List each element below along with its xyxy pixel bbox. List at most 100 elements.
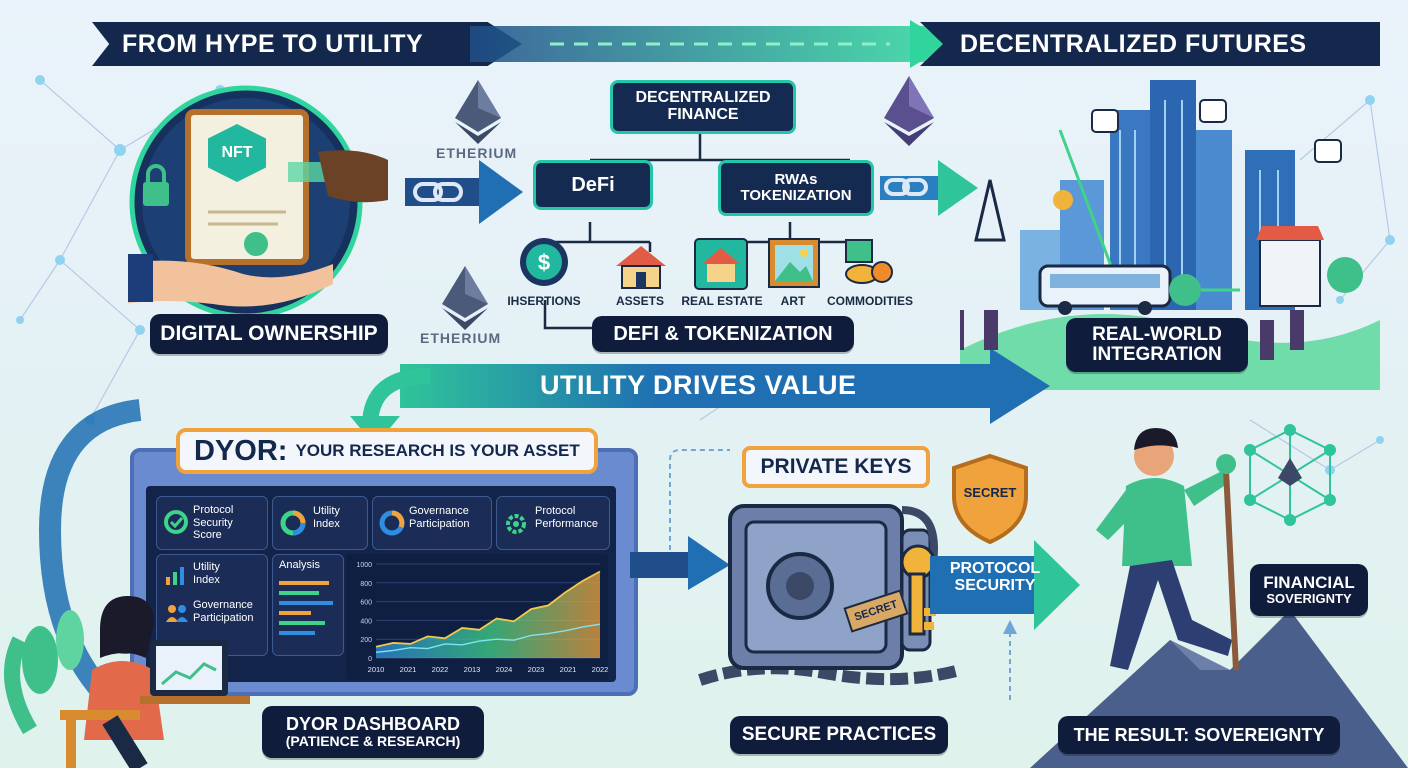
metric-card-protocol-security[interactable]: Protocol Security Score	[156, 496, 268, 550]
side-item-line: Governance	[193, 599, 253, 611]
sub-item-label: COMMODITIES	[827, 294, 913, 308]
protocol-line2: SECURITY	[954, 576, 1036, 594]
checkmark-circle-icon	[164, 510, 188, 534]
sub-item-label: ART	[780, 294, 806, 308]
result-sovereignty-text: THE RESULT: SOVEREIGNTY	[1073, 724, 1325, 745]
dyor-title-big: DYOR:	[194, 434, 288, 467]
analysis-label: Analysis	[279, 559, 320, 571]
banner-left: FROM HYPE TO UTILITY	[92, 22, 522, 66]
dollar-coin-icon: $	[520, 238, 568, 286]
banner-connector-arrow	[470, 20, 950, 68]
rwas-line2: TOKENIZATION	[740, 187, 852, 204]
metric-card-utility-index[interactable]: Utility Index	[272, 496, 368, 550]
banner-left-title: FROM HYPE TO UTILITY	[122, 29, 424, 58]
private-keys-text: PRIVATE KEYS	[760, 455, 912, 478]
real-world-line2: INTEGRATION	[1092, 344, 1222, 365]
decentralized-finance-box: DECENTRALIZED FINANCE	[610, 80, 796, 134]
financial-line1: FINANCIAL	[1263, 572, 1355, 592]
metric-card-text: Utility Index	[313, 505, 340, 530]
chart-y-tick-label: 1000	[356, 562, 372, 569]
card-line: Security	[193, 516, 233, 529]
chart-x-tick-label: 2022	[592, 665, 608, 674]
nft-hex-badge: NFT	[208, 124, 266, 182]
metric-card-text: Protocol Security Score	[193, 504, 233, 542]
card-line: Protocol	[535, 505, 576, 517]
dyor-title-small: YOUR RESEARCH IS YOUR ASSET	[295, 441, 580, 460]
digital-ownership-text: DIGITAL OWNERSHIP	[160, 322, 378, 345]
chart-line-series-2	[375, 623, 601, 654]
chart-y-tick-label: 0	[368, 656, 372, 663]
ethereum-label-top: ETHERIUM	[436, 145, 518, 161]
banner-right: DECENTRALIZED FUTURES	[920, 22, 1380, 66]
card-line: Index	[313, 517, 340, 530]
utility-drives-value-label: UTILITY DRIVES VALUE	[540, 370, 857, 400]
financial-line2: SOVERIGNTY	[1266, 591, 1352, 607]
sub-item-label: ASSETS	[615, 294, 664, 308]
vault-safe-illustration	[698, 504, 962, 686]
metric-card-governance[interactable]: Governance Participation	[372, 496, 492, 550]
bar-chart-icon	[166, 567, 184, 585]
card-line: Protocol	[193, 504, 234, 516]
commodities-icon	[845, 239, 893, 284]
side-list-item[interactable]: Utility Index	[193, 561, 220, 586]
chart-x-tick-label: 2022	[432, 665, 449, 674]
utility-flow-arrow	[38, 350, 1050, 708]
analysis-bars	[279, 581, 333, 635]
defi-tree-connectors	[543, 130, 867, 330]
donut-chart-icon	[379, 510, 405, 536]
digital-ownership-label: DIGITAL OWNERSHIP	[150, 314, 388, 354]
smart-city-illustration	[960, 80, 1380, 390]
gear-icon	[506, 514, 526, 534]
real-estate-icon	[694, 238, 748, 290]
rwas-line1: RWAs	[774, 171, 818, 189]
chart-x-tick-label: 2021	[400, 665, 417, 674]
card-line: Governance	[409, 505, 469, 517]
chain-arrow-right	[880, 160, 978, 216]
shield-secret-text: SECRET	[963, 485, 1017, 500]
donut-chart-icon	[280, 510, 306, 536]
shield-icon	[952, 454, 1028, 544]
defi-tokenization-text: DEFI & TOKENIZATION	[613, 322, 833, 345]
dyor-dashboard-caption: DYOR DASHBOARD (PATIENCE & RESEARCH)	[262, 706, 484, 758]
metric-card-protocol-performance[interactable]: Protocol Performance	[496, 496, 610, 550]
nft-badge-label: NFT	[221, 144, 253, 161]
real-world-integration-label: REAL-WORLD INTEGRATION	[1066, 318, 1248, 372]
ethereum-logo-icon	[442, 266, 488, 330]
defi-tokenization-label: DEFI & TOKENIZATION	[592, 316, 854, 352]
dashboard-side-list: Utility Index Governance Participation	[156, 554, 268, 656]
banner-right-title: DECENTRALIZED FUTURES	[960, 29, 1307, 58]
sub-item-label: IHSERTIONS	[507, 294, 581, 308]
chart-x-tick-label: 2010	[368, 665, 385, 674]
chart-line-series-1	[375, 570, 601, 648]
defi-box: DeFi	[533, 160, 653, 210]
protocol-security-label: PROTOCOL SECURITY	[940, 560, 1050, 595]
side-item-line: Index	[193, 573, 220, 586]
dashed-up-arrow	[1003, 620, 1017, 700]
chart-x-tick-label: 2024	[496, 665, 513, 674]
chart-y-tick-label: 200	[360, 637, 372, 644]
metric-card-text: Protocol Performance	[535, 505, 598, 530]
secure-practices-label: SECURE PRACTICES	[730, 716, 948, 754]
nft-ownership-illustration	[128, 85, 388, 319]
chart-x-tick-label: 2021	[560, 665, 577, 674]
ethereum-logo-icon	[455, 80, 501, 144]
ethereum-label-bottom: ETHERIUM	[420, 330, 502, 346]
caption-line1: DYOR DASHBOARD	[285, 714, 460, 735]
card-line: Participation	[409, 517, 470, 530]
private-keys-label: PRIVATE KEYS	[742, 446, 930, 488]
people-icon	[166, 605, 188, 622]
sub-item-label: REAL ESTATE	[681, 294, 763, 308]
protocol-security-arrow	[930, 540, 1080, 630]
result-sovereignty-label: THE RESULT: SOVEREIGNTY	[1058, 716, 1340, 754]
chart-y-tick-label: 600	[360, 600, 372, 607]
side-list-item[interactable]: Governance Participation	[193, 599, 254, 624]
chart-x-tick-label: 2023	[528, 665, 545, 674]
card-line: Utility	[313, 505, 340, 517]
chart-y-tick-label: 800	[360, 581, 372, 588]
ethereum-logo-icon	[884, 76, 934, 146]
caption-line2: (PATIENCE & RESEARCH)	[285, 733, 461, 750]
protocol-line1: PROTOCOL	[949, 560, 1041, 577]
side-item-line: Utility	[193, 561, 220, 573]
chart-y-tick-label: 400	[360, 618, 372, 625]
